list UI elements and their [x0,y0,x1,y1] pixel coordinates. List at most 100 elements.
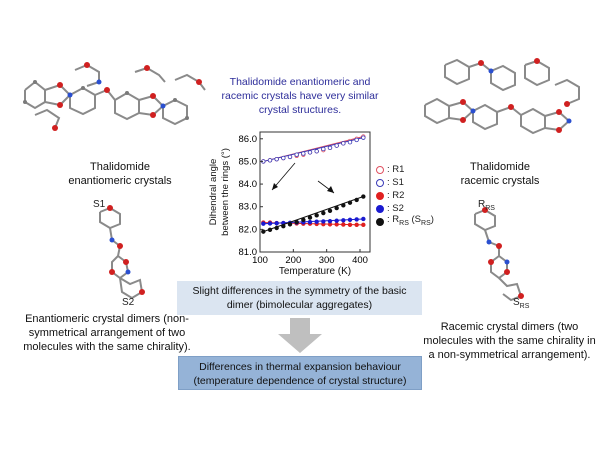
data-point [321,146,326,152]
enantiomeric-dimer-caption: Enantiomeric crystal dimers (non-symmetr… [23,313,191,353]
data-point [361,135,366,140]
data-point [354,217,359,222]
data-point [347,222,353,228]
legend-entry: : RRS (SRS) [376,214,466,228]
dimer-label-rrs-main: R [478,199,486,210]
data-point [294,219,299,225]
legend-marker-icon [376,217,384,226]
legend-marker-icon [376,204,384,213]
dimer-label-srs-sub: RS [519,303,530,310]
x-axis-label: Temperature (K) [279,266,351,277]
data-point [307,215,313,220]
series-trend-line [263,218,364,225]
data-point [354,137,359,143]
data-point [327,145,333,151]
data-point [294,152,299,157]
symmetry-difference-box: Slight differences in the symmetry of th… [177,281,422,315]
data-point [261,229,266,234]
dimer-label-rrs: RRS [478,199,495,212]
data-point [274,156,279,162]
data-point [281,155,286,161]
data-point [274,225,279,231]
data-point [347,217,353,223]
thermal-expansion-box: Differences in thermal expansion behavio… [178,356,422,390]
data-point [341,141,346,146]
data-point [321,210,326,216]
data-point [341,203,346,208]
data-point [307,219,313,225]
data-point [334,143,339,148]
dimer-label-srs: SRS [513,297,529,310]
dimer-label-s2: S2 [122,297,135,308]
data-point [314,149,319,154]
enantiomeric-crystal-packing-image [23,62,206,131]
data-point [361,216,366,222]
data-point [261,221,266,226]
data-point [361,222,366,228]
y-tick-label: 83.0 [239,202,258,213]
y-tick-label: 85.0 [239,156,258,167]
data-point [347,200,353,205]
data-point [274,221,279,226]
y-tick-label: 86.0 [239,134,258,145]
data-point [287,154,293,160]
data-point [281,223,286,229]
data-point [347,139,353,145]
y-tick-label: 84.0 [239,179,258,190]
data-point [334,222,339,227]
down-arrow-icon [278,318,322,353]
data-point [354,197,359,203]
legend-marker-icon [376,165,384,174]
legend-marker-icon [376,178,384,187]
data-point [307,150,313,155]
data-point [341,218,346,223]
y-axis-label-line-1: Dihendral angle [208,159,219,226]
data-point [314,213,319,218]
data-point [301,217,306,223]
data-point [327,219,333,224]
annotation-arrows [271,162,335,194]
data-point [301,151,306,156]
racemic-dimer-image [474,207,524,302]
racemic-crystal-packing-image [424,58,580,135]
data-point [267,221,273,226]
legend-label: : S2 [387,203,404,214]
series-trend-line [263,137,364,162]
y-axis-label-line-2: between the rings (°) [220,148,231,236]
y-tick-label: 81.0 [239,247,258,258]
title-note: Thalidomide enantiomeric and racemic cry… [221,76,379,116]
legend-label: : RRS (SRS) [387,214,434,227]
caption-line-1: Thalidomide [470,161,530,173]
caption-line-2: racemic crystals [460,175,540,187]
legend-label: : S1 [387,177,404,188]
enantiomeric-dimer-image [99,205,145,300]
enantiomeric-crystals-caption: Thalidomide enantiomeric crystals [60,160,180,188]
data-point [267,227,273,233]
legend-entry: : R2 [376,189,466,202]
data-point [341,222,346,227]
racemic-dimer-caption: Racemic crystal dimers (two molecules wi… [423,321,596,361]
caption-line-1: Thalidomide [90,161,150,173]
data-point [334,218,339,223]
data-point [327,208,333,213]
legend-marker-icon [376,191,384,200]
dimer-label-s1: S1 [93,199,106,210]
legend-entry: : R1 [376,163,466,176]
data-point [287,222,293,227]
dimer-label-srs-main: S [513,297,520,308]
x-tick-label: 100 [252,255,268,266]
data-point [321,219,326,224]
legend-label: : R1 [387,164,405,175]
legend-label: : R2 [387,190,405,201]
x-tick-label: 300 [319,255,335,266]
racemic-crystals-caption: Thalidomide racemic crystals [440,160,560,188]
dimer-label-rrs-sub: RS [485,205,495,212]
data-point [267,158,273,163]
y-tick-label: 82.0 [239,224,258,235]
data-point [334,205,339,211]
data-point [361,194,366,199]
data-point [314,219,319,224]
series-trend-line [263,196,364,233]
chart-legend: : R1 : S1 : R2 : S2: RRS (SRS) [376,163,466,228]
